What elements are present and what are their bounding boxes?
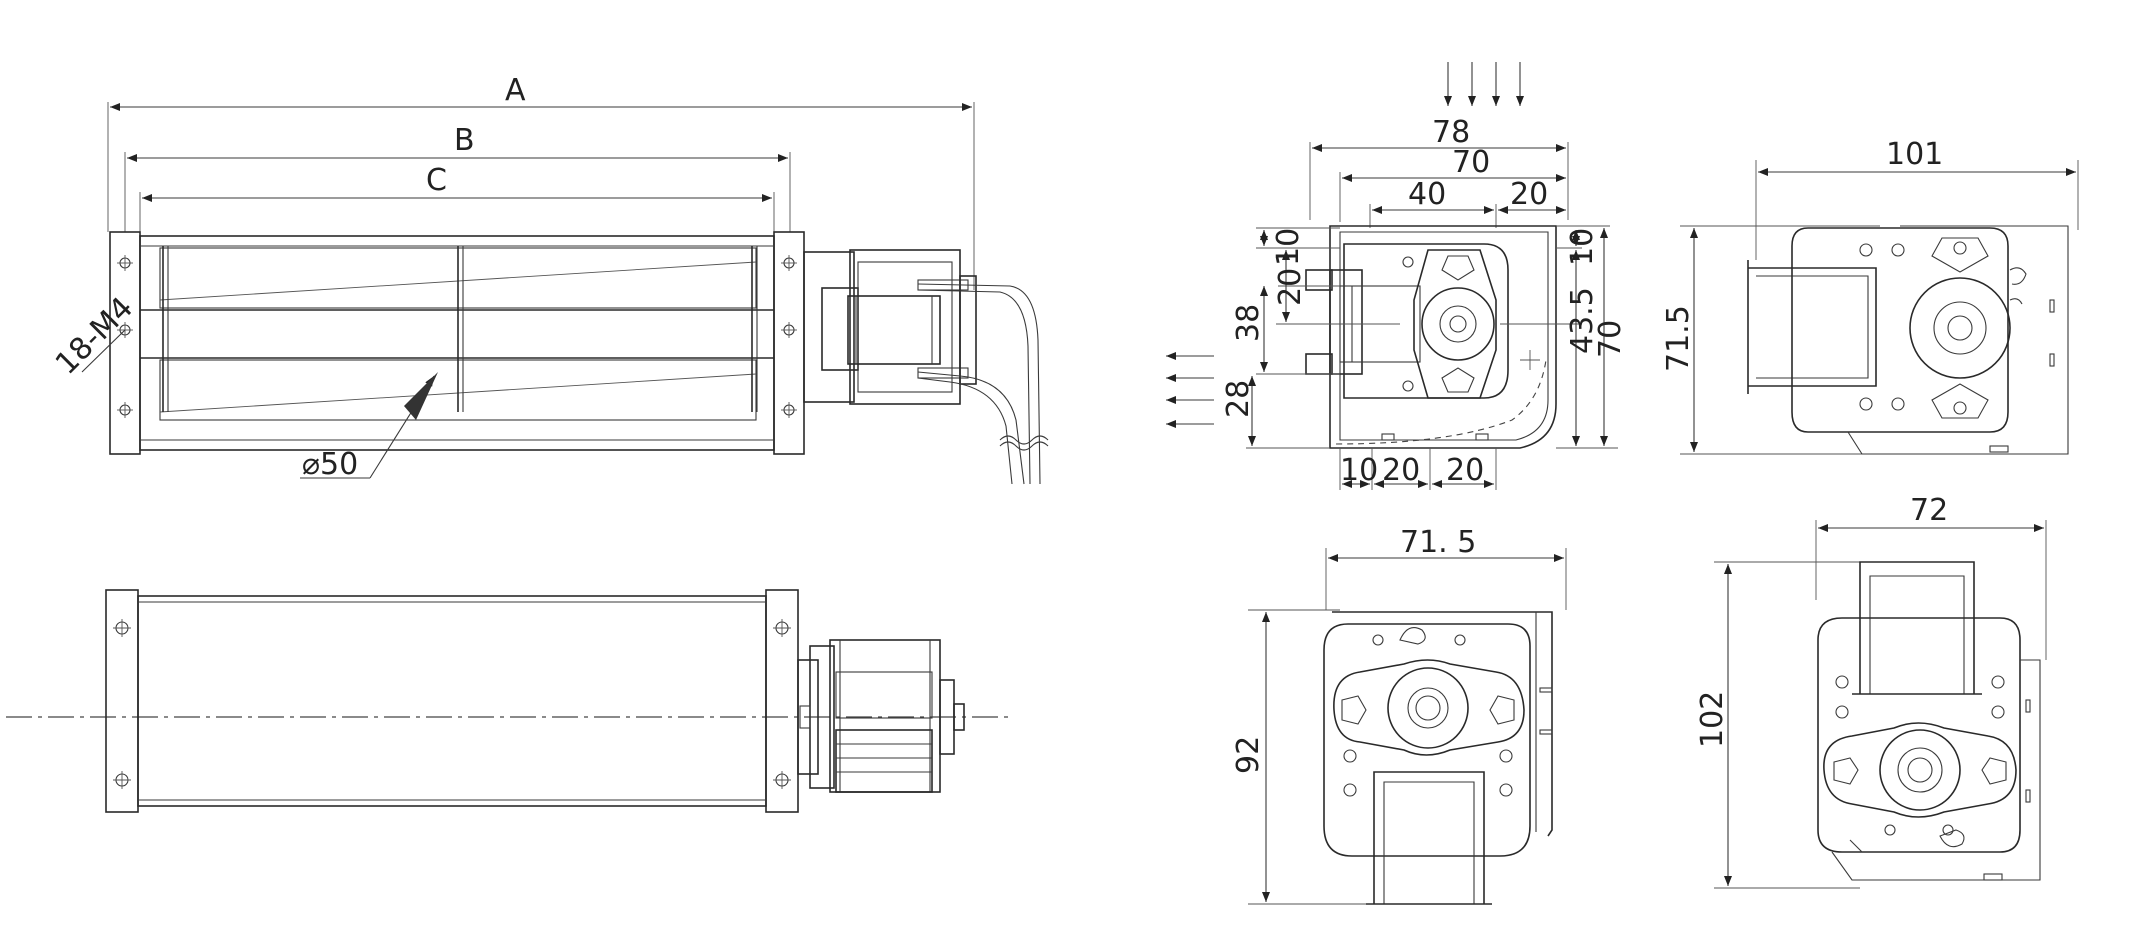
- blower-front-view: 78 70 40 20: [1166, 62, 1628, 490]
- blower-top-view: A B C: [49, 73, 1049, 485]
- blower-side-view: [6, 589, 1010, 813]
- dim-101: 101: [1886, 137, 1943, 172]
- mount-holes: [117, 255, 797, 418]
- dim-72: 72: [1910, 493, 1948, 528]
- motor-bottom-right-view: 72 102: [1695, 493, 2047, 889]
- label-a: A: [505, 73, 526, 108]
- screw-callout: 18-M4: [49, 290, 140, 381]
- dim-10-left: 10: [1271, 228, 1306, 266]
- diameter-callout: ⌀50: [300, 372, 438, 482]
- motor-top: [803, 249, 977, 405]
- label-screw: 18-M4: [49, 290, 140, 381]
- dim-70-top: 70: [1452, 145, 1490, 180]
- dim-28: 28: [1221, 380, 1256, 418]
- dim-10-right: 10: [1565, 228, 1600, 266]
- dim-20-left: 20: [1273, 268, 1308, 306]
- dim-70-right: 70: [1593, 320, 1628, 358]
- label-c: C: [426, 163, 447, 198]
- label-b: B: [454, 123, 475, 158]
- dim-38: 38: [1231, 304, 1266, 342]
- dim-71-5-horiz: 71. 5: [1400, 525, 1476, 560]
- dim-92: 92: [1231, 736, 1266, 774]
- dim-78: 78: [1432, 115, 1470, 150]
- dim-71-5-vert: 71.5: [1661, 305, 1696, 372]
- side-mount-holes: [113, 619, 791, 789]
- dim-20-top: 20: [1510, 177, 1548, 212]
- outlet-arrows: [1166, 352, 1214, 428]
- dimension-c: C: [139, 163, 775, 232]
- lead-wires: [917, 283, 1049, 485]
- dim-10-bottom: 10: [1340, 453, 1378, 488]
- dim-20-bottom-a: 20: [1382, 453, 1420, 488]
- motor-side: [797, 639, 965, 793]
- motor-side-view-top: 101 71.5: [1661, 137, 2079, 455]
- label-diameter: ⌀50: [302, 447, 358, 482]
- inlet-arrows: [1444, 62, 1524, 106]
- dimension-a: A: [107, 73, 975, 290]
- motor-bottom-left-view: 71. 5 92: [1231, 525, 1567, 905]
- dim-20-bottom-b: 20: [1446, 453, 1484, 488]
- dimension-b: B: [124, 123, 791, 232]
- dim-43-5: 43.5: [1565, 287, 1600, 354]
- dim-102: 102: [1695, 691, 1730, 748]
- dim-40: 40: [1408, 177, 1446, 212]
